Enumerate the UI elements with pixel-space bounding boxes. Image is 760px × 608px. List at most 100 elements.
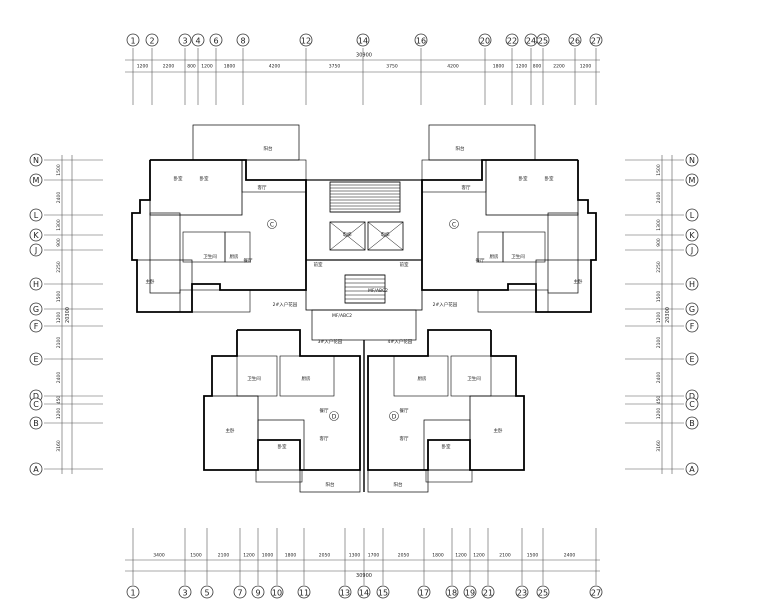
dim-text: 4200 [269, 64, 281, 70]
axis-label: 15 [378, 589, 388, 598]
equipment-note: MF/ABC2 [368, 288, 388, 294]
dim-text: 2100 [56, 337, 62, 349]
room-label: 前室 [314, 261, 323, 268]
axis-label: 24 [526, 37, 536, 46]
kitchen-lower-left [279, 355, 335, 397]
dim-text: 1800 [432, 553, 444, 559]
unit-mark [389, 411, 399, 421]
room-label: 客厅 [258, 184, 267, 191]
room-label: 餐厅 [244, 257, 253, 264]
axis-bubble [536, 585, 550, 599]
room-label: 前室 [400, 261, 409, 268]
axis-bubble [178, 585, 192, 599]
axis-label: 23 [517, 589, 527, 598]
room-label: 餐厅 [476, 257, 485, 264]
room-label: 卧室 [545, 175, 554, 182]
master-right [535, 259, 592, 313]
axis-label: G [33, 305, 39, 314]
room-label: 客厅 [400, 435, 409, 442]
dim-text: 1200 [56, 312, 62, 324]
dim-text: 1800 [285, 553, 297, 559]
stair-outline [344, 274, 386, 304]
axis-label: 10 [272, 589, 282, 598]
unit-c-right-outline [421, 159, 597, 313]
kitchen-lower-right [393, 355, 449, 397]
axis-bubble [29, 319, 43, 333]
kitchen-left [224, 231, 251, 263]
axis-label: 12 [301, 37, 311, 46]
dim-text: 2100 [218, 553, 230, 559]
axis-label: 20 [480, 37, 490, 46]
lift-lobby [311, 309, 417, 341]
axis-label: 26 [570, 37, 580, 46]
axis-bubble [685, 416, 699, 430]
dim-text: 1200 [201, 64, 213, 70]
axis-label: 9 [255, 589, 260, 598]
dim-text: 2250 [56, 261, 62, 273]
bath-lower-left [236, 355, 278, 397]
axis-bubble [29, 173, 43, 187]
dim-text: 2050 [398, 553, 410, 559]
axis-label: 5 [204, 589, 209, 598]
axis-bubble [685, 228, 699, 242]
dim-text: 2050 [319, 553, 331, 559]
axis-bubble [685, 153, 699, 167]
axis-bubble [29, 153, 43, 167]
axis-bubble [178, 33, 192, 47]
room-labels: 卧室卧室客厅餐厅卫生间厨房主卧阳台卧室卧室客厅餐厅卫生间厨房主卧阳台前室前室2#… [146, 145, 583, 488]
dim-text: 2100 [499, 553, 511, 559]
dim-text: 450 [656, 396, 662, 405]
axis-label: 3 [182, 37, 187, 46]
bath-lower-right [450, 355, 492, 397]
dim-text: 1000 [262, 553, 274, 559]
elevator-label: 电梯 [381, 231, 390, 238]
axis-bubble [29, 462, 43, 476]
dim-text: 1500 [656, 291, 662, 303]
room-label: 主卧 [494, 427, 503, 434]
axis-label: 11 [299, 589, 309, 598]
balcony-lower-left [299, 469, 361, 493]
dim-text: 1300 [656, 219, 662, 231]
axis-label: J [690, 246, 693, 255]
room-label: 卫生间 [467, 375, 481, 382]
dim-text: 1200 [516, 64, 528, 70]
axis-label: 14 [359, 589, 369, 598]
dim-text: 1200 [656, 408, 662, 420]
room-label: 厨房 [230, 253, 239, 260]
axis-bubble [685, 302, 699, 316]
axis-bubble [251, 585, 265, 599]
room-label: 卧室 [200, 175, 209, 182]
axis-bubble [685, 243, 699, 257]
axis-bubble [299, 33, 313, 47]
elevator-cross [329, 221, 366, 251]
axis-bubble [191, 33, 205, 47]
room-label: 2#入户花园 [273, 301, 298, 308]
dim-total: 20300 [665, 307, 671, 323]
axis-bubble [338, 585, 352, 599]
dim-text: 1200 [473, 553, 485, 559]
dim-text: 800 [187, 64, 196, 70]
dim-text: 2400 [56, 192, 62, 204]
left-axis-grid: NMLKJHGFEDCBA150024001300900225015001200… [29, 153, 103, 476]
axis-label: 7 [237, 589, 242, 598]
axis-label: E [689, 355, 694, 364]
axis-bubble [685, 277, 699, 291]
axis-bubble [297, 585, 311, 599]
room-label: 主卧 [226, 427, 235, 434]
axis-bubble [29, 416, 43, 430]
dim-text: 900 [656, 238, 662, 247]
axis-bubble [463, 585, 477, 599]
axis-bubble [200, 585, 214, 599]
room-label: 卫生间 [247, 375, 261, 382]
balcony-right-top [428, 124, 536, 161]
axis-label: 21 [483, 589, 493, 598]
room-label: 厨房 [418, 375, 427, 382]
bedroom-right-lower [547, 212, 579, 294]
dim-text: 1200 [580, 64, 592, 70]
kitchen-right [477, 231, 504, 263]
room-label: 阳台 [326, 481, 335, 488]
room-label: 餐厅 [400, 407, 409, 414]
axis-bubble [685, 319, 699, 333]
